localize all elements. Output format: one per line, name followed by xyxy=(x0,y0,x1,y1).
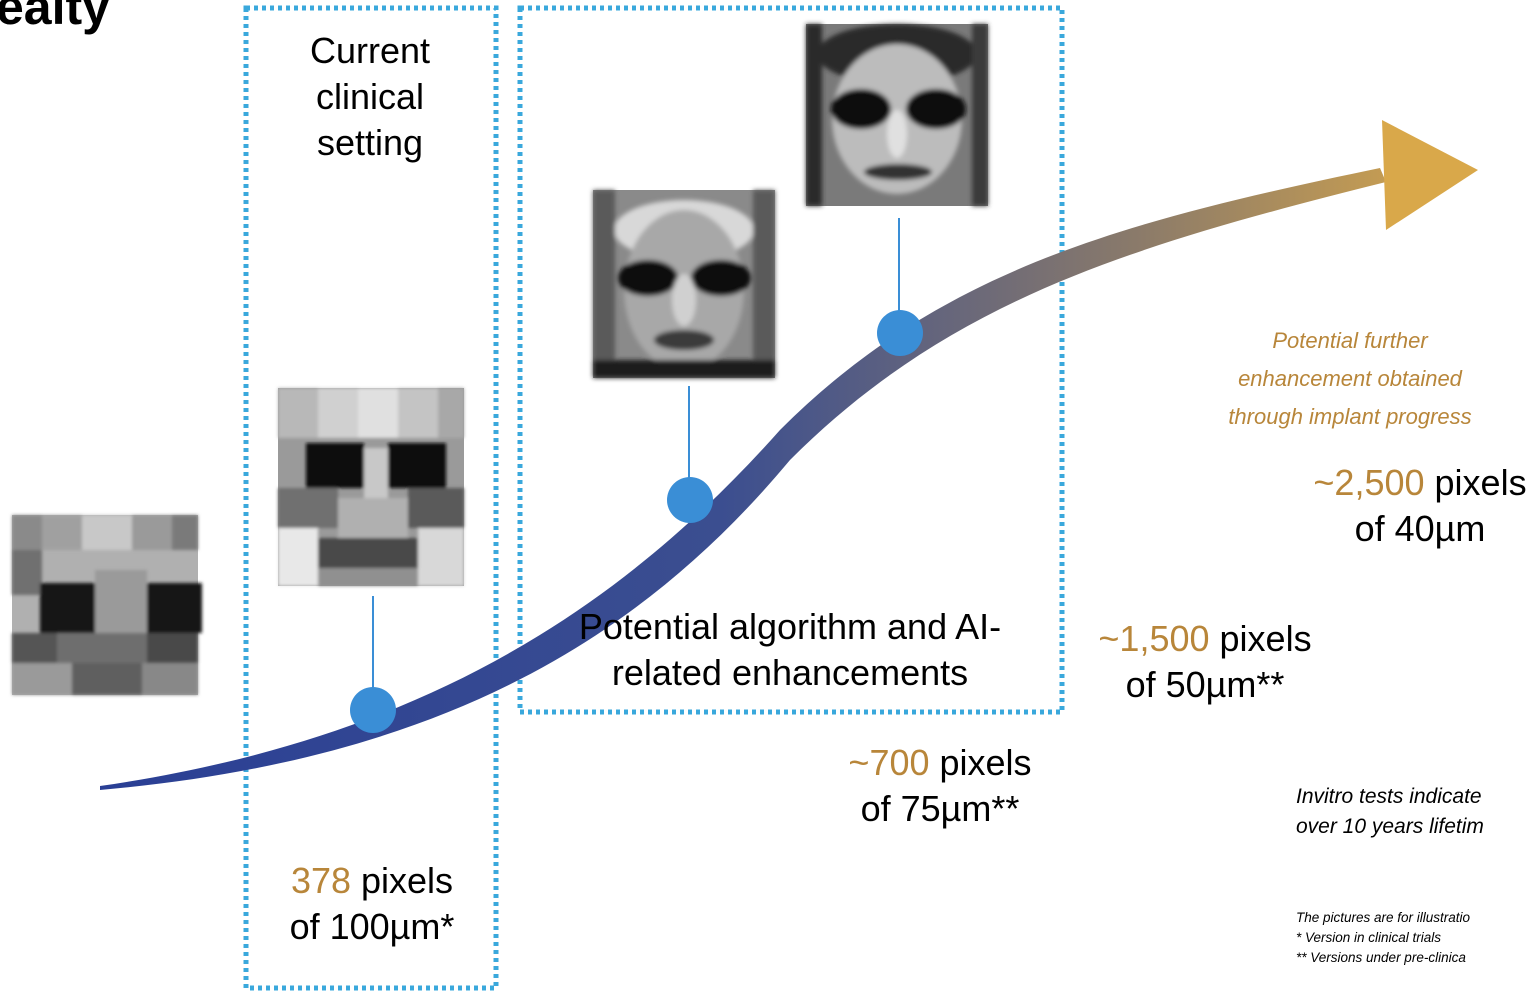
milestone-label-1500: ~1,500 pixels of 50µm** xyxy=(1098,618,1312,705)
milestone-label-378: 378 pixels of 100µm* xyxy=(289,860,455,947)
milestone-label-700: ~700 pixels of 75µm** xyxy=(848,742,1032,829)
face-image-ai xyxy=(806,24,988,206)
face-image-algorithm xyxy=(593,190,775,378)
growth-curve xyxy=(100,168,1386,790)
face-image-current xyxy=(278,388,464,586)
growth-arrow-head-icon xyxy=(1382,120,1478,230)
algorithm-enhancements-label: Potential algorithm and AI- related enha… xyxy=(578,606,1002,693)
clinical-setting-label: Current clinical setting xyxy=(309,30,431,163)
milestone-marker xyxy=(350,687,396,733)
milestone-label-2500: ~2,500 pixels of 40µm xyxy=(1313,462,1527,549)
clinical-setting-box xyxy=(243,5,499,991)
milestone-marker xyxy=(877,310,923,356)
invitro-note: Invitro tests indicate over 10 years lif… xyxy=(1296,785,1484,838)
face-image-low-res xyxy=(12,515,202,695)
further-enhancement-note: Potential further enhancement obtained t… xyxy=(1228,328,1472,429)
footnote-line: ** Versions under pre-clinica xyxy=(1296,950,1466,965)
footnote-line: * Version in clinical trials xyxy=(1296,930,1442,945)
footnotes: The pictures are for illustratio * Versi… xyxy=(1296,908,1470,968)
slide-title: ealty xyxy=(0,0,110,35)
milestone-marker xyxy=(667,477,713,523)
algorithm-enhancements-box xyxy=(517,5,1065,715)
footnote-line: The pictures are for illustratio xyxy=(1296,910,1471,925)
